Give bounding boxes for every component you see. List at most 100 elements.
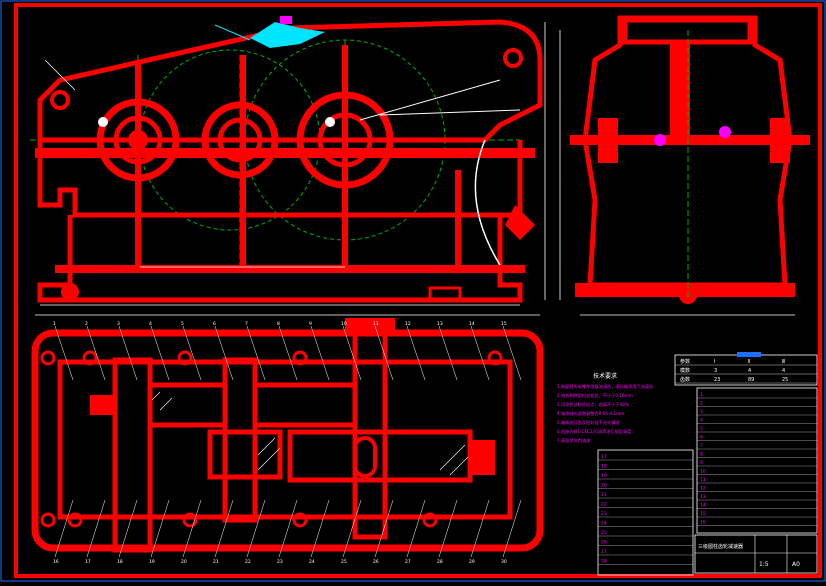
balloon-leader bbox=[214, 499, 234, 558]
balloon-leader bbox=[470, 499, 490, 558]
note-line: 5.箱体剖分面及密封处不允许漏油 bbox=[557, 419, 620, 426]
side-bearing-left bbox=[598, 118, 618, 163]
split-flange bbox=[35, 148, 535, 158]
parts-list-row: 13 bbox=[700, 494, 706, 500]
leader-3 bbox=[379, 109, 521, 116]
balloon-leader bbox=[150, 499, 170, 558]
char-table-cell: 齿数 bbox=[680, 376, 690, 383]
balloon-number: 11 bbox=[373, 321, 379, 327]
balloon-number: 30 bbox=[501, 559, 507, 565]
bearing-boss-2 bbox=[201, 101, 279, 179]
inner-frame bbox=[14, 3, 822, 578]
parts-list-row: 14 bbox=[700, 503, 706, 509]
gear-3 bbox=[207, 429, 283, 480]
balloon-number: 12 bbox=[405, 321, 411, 327]
char-table-cell: 模数 bbox=[680, 367, 690, 374]
balloon-leader bbox=[406, 325, 426, 381]
balloon-number: 17 bbox=[85, 559, 91, 565]
balloon-leader bbox=[310, 325, 330, 381]
intermediate-shaft bbox=[222, 357, 258, 523]
balloon-leader bbox=[182, 499, 202, 558]
char-table-cell: 25 bbox=[782, 377, 788, 383]
base-flange bbox=[55, 265, 525, 273]
plan-housing bbox=[31, 329, 544, 552]
parts-list-row: 10 bbox=[700, 469, 706, 475]
parts-list-row: 22 bbox=[601, 502, 607, 508]
parts-list-row: 28 bbox=[601, 559, 607, 565]
balloon-number: 27 bbox=[405, 559, 411, 565]
balloon-leader bbox=[502, 325, 522, 381]
balloon-number: 10 bbox=[341, 321, 347, 327]
side-rib bbox=[670, 40, 690, 140]
balloon-number: 16 bbox=[53, 559, 59, 565]
input-shaft bbox=[112, 357, 153, 553]
front-elevation bbox=[30, 16, 546, 306]
char-table-cell: 参数 bbox=[680, 358, 690, 365]
balloon-leader bbox=[502, 499, 522, 558]
balloon-number: 5 bbox=[181, 321, 184, 327]
parts-list-row: 21 bbox=[601, 492, 607, 498]
balloon-number: 22 bbox=[245, 559, 251, 565]
balloon-number: 15 bbox=[501, 321, 507, 327]
rib-3 bbox=[342, 45, 348, 270]
note-line: 7.表面涂灰色油漆 bbox=[557, 437, 590, 444]
parts-list-row: 3 bbox=[700, 409, 703, 415]
balloon-leader bbox=[54, 325, 74, 381]
balloon-number: 13 bbox=[437, 321, 443, 327]
parts-list-row: 15 bbox=[700, 511, 706, 517]
side-marker-1 bbox=[654, 134, 666, 146]
balloon-number: 25 bbox=[341, 559, 347, 565]
parts-list-row: 9 bbox=[700, 460, 703, 466]
balloon-leader bbox=[438, 325, 458, 381]
lifting-lug-left bbox=[50, 90, 70, 110]
parts-list-row: 19 bbox=[601, 473, 607, 479]
plan-flange-bolts bbox=[40, 350, 503, 528]
char-table-cell: Ⅲ bbox=[782, 359, 785, 365]
leader-1 bbox=[44, 59, 76, 91]
balloon-number: 24 bbox=[309, 559, 315, 565]
gear-4 bbox=[287, 429, 473, 483]
parts-list-row: 26 bbox=[601, 540, 607, 546]
parts-list-row: 7 bbox=[700, 443, 703, 449]
balloon-leader bbox=[150, 325, 170, 381]
balloon-number: 18 bbox=[117, 559, 123, 565]
bearing-boss-3 bbox=[296, 91, 394, 189]
balloon-leader bbox=[118, 499, 138, 558]
base-bolt bbox=[428, 286, 462, 302]
balloon-leader bbox=[54, 499, 74, 558]
title-block-scale: 1:5 bbox=[759, 561, 769, 568]
table-tag bbox=[737, 352, 761, 357]
balloon-number: 20 bbox=[181, 559, 187, 565]
gear-1 bbox=[147, 382, 228, 428]
balloon-number: 6 bbox=[213, 321, 216, 327]
balloon-number: 8 bbox=[277, 321, 280, 327]
side-shaft bbox=[570, 135, 810, 145]
parts-list-row: 18 bbox=[601, 464, 607, 470]
title-block: 三级圆柱齿轮减速器 1:5 A0 bbox=[694, 534, 818, 574]
balloon-number: 26 bbox=[373, 559, 379, 565]
char-table-cell: 4 bbox=[748, 368, 751, 374]
parts-list-row: 16 bbox=[700, 520, 706, 526]
note-line: 6.机座内装L-CKC220润滑油至规定高度 bbox=[557, 428, 632, 435]
breather-vent bbox=[280, 16, 292, 24]
char-table-cell: Ⅰ bbox=[714, 359, 715, 365]
section-hatch bbox=[151, 391, 469, 476]
title-block-name: 三级圆柱齿轮减速器 bbox=[698, 543, 743, 550]
break-line bbox=[474, 139, 501, 266]
notes-block: 技术要求 1.装配前所有零件用煤油清洗，滚动轴承用汽油清洗2.啮合侧隙用铅丝检验… bbox=[557, 372, 654, 444]
balloon-number: 29 bbox=[469, 559, 475, 565]
char-table-cell: 4 bbox=[782, 368, 785, 374]
note-line: 2.啮合侧隙用铅丝检验，不小于0.16mm bbox=[557, 392, 633, 399]
side-marker-2 bbox=[719, 126, 731, 138]
parts-list-row: 1 bbox=[700, 392, 703, 398]
char-table-cell: Ⅱ bbox=[748, 359, 750, 365]
balloon-leader bbox=[118, 325, 138, 381]
leader-4 bbox=[214, 24, 251, 41]
bolt-marker-1 bbox=[98, 117, 108, 127]
bearing-boss-1 bbox=[96, 98, 180, 182]
balloon-number: 9 bbox=[309, 321, 312, 327]
balloon-number: 28 bbox=[437, 559, 443, 565]
